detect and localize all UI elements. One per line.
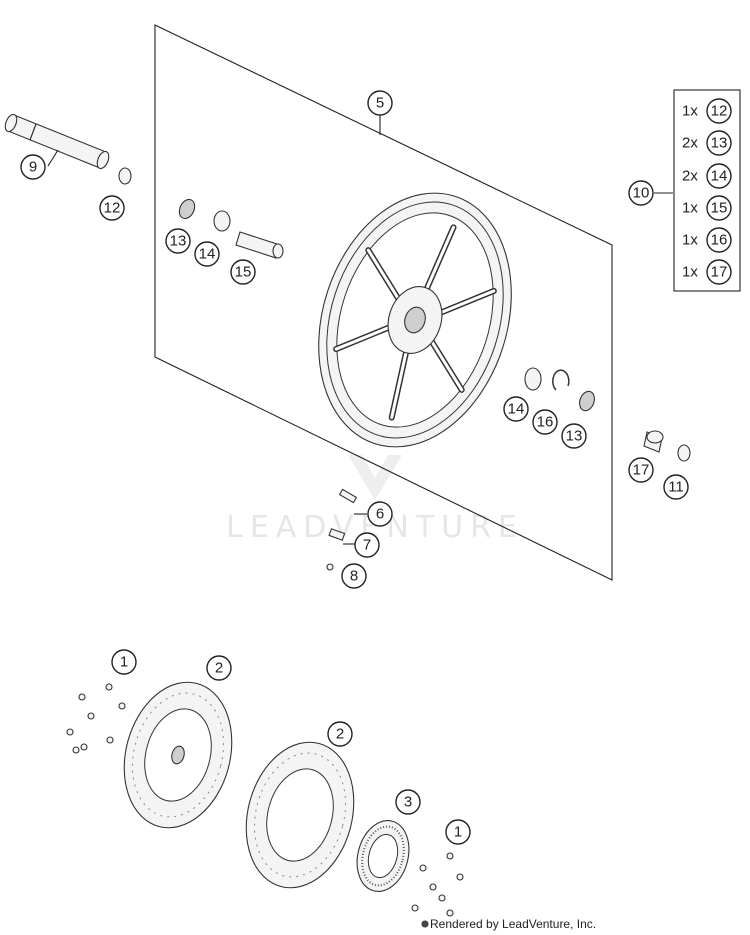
callout-13-right[interactable]: 13 — [561, 423, 587, 449]
callout-14-right[interactable]: 14 — [503, 396, 529, 422]
svg-text:2x: 2x — [682, 168, 698, 185]
callout-10[interactable]: 10 — [628, 180, 654, 206]
svg-text:2: 2 — [215, 660, 223, 677]
kit-row: 2x 13 — [682, 130, 732, 156]
svg-text:1: 1 — [454, 824, 462, 841]
svg-text:9: 9 — [29, 159, 37, 176]
svg-text:13: 13 — [566, 428, 583, 445]
svg-text:1x: 1x — [682, 264, 698, 281]
bearing-right[interactable] — [524, 367, 542, 391]
bearing-left[interactable] — [213, 210, 231, 232]
svg-text:7: 7 — [363, 537, 371, 554]
valve-cap-7[interactable] — [328, 528, 346, 541]
footer-bullet-icon — [422, 921, 428, 927]
svg-text:14: 14 — [711, 168, 728, 185]
bearing-kit-box: 1x 12 2x 13 2x 14 1x 15 1x 16 1x 17 — [673, 89, 741, 292]
spacer-15[interactable] — [235, 231, 284, 259]
svg-text:1x: 1x — [682, 200, 698, 217]
callout-2-right[interactable]: 2 — [327, 721, 353, 747]
callout-17[interactable]: 17 — [628, 457, 654, 483]
callout-7[interactable]: 7 — [354, 532, 380, 558]
svg-text:17: 17 — [633, 462, 650, 479]
svg-text:14: 14 — [199, 246, 216, 263]
leader-9 — [47, 149, 59, 167]
spacer-12[interactable] — [118, 167, 132, 185]
callout-2-left[interactable]: 2 — [206, 655, 232, 681]
svg-text:13: 13 — [711, 135, 728, 152]
footer-credit: Rendered by LeadVenture, Inc. — [430, 917, 597, 931]
callout-3[interactable]: 3 — [395, 789, 421, 815]
callout-14-left[interactable]: 14 — [194, 241, 220, 267]
leaders — [343, 112, 673, 545]
kit-row: 1x 16 — [682, 227, 732, 253]
shaft-seal-right[interactable] — [577, 389, 597, 413]
disc-bolts-left[interactable] — [66, 683, 126, 754]
callout-15[interactable]: 15 — [230, 259, 256, 285]
kit-row: 1x 17 — [682, 259, 732, 285]
callout-5[interactable]: 5 — [367, 90, 393, 116]
callout-16[interactable]: 16 — [532, 409, 558, 435]
axle[interactable] — [3, 113, 111, 170]
screw-8[interactable] — [326, 563, 334, 571]
svg-text:15: 15 — [711, 200, 728, 217]
svg-text:8: 8 — [350, 568, 358, 585]
callout-11[interactable]: 11 — [663, 474, 689, 500]
svg-text:11: 11 — [668, 479, 684, 496]
svg-text:16: 16 — [711, 232, 728, 249]
svg-text:6: 6 — [376, 506, 384, 523]
svg-text:2: 2 — [336, 726, 344, 743]
svg-text:5: 5 — [376, 95, 384, 112]
spacer-17[interactable] — [643, 430, 664, 453]
callout-1-left[interactable]: 1 — [111, 649, 137, 675]
svg-text:1x: 1x — [682, 103, 698, 120]
svg-text:12: 12 — [104, 200, 121, 217]
watermark: LEADVENTURE — [226, 455, 517, 545]
shaft-seal-left[interactable] — [176, 197, 197, 221]
svg-text:14: 14 — [508, 401, 525, 418]
callout-1-right[interactable]: 1 — [445, 819, 471, 845]
svg-text:17: 17 — [711, 264, 728, 281]
callout-12[interactable]: 12 — [99, 195, 125, 221]
svg-text:12: 12 — [711, 103, 728, 120]
callout-6[interactable]: 6 — [367, 501, 393, 527]
svg-text:3: 3 — [404, 794, 412, 811]
brake-disc-right[interactable] — [231, 730, 370, 900]
abs-sensor-ring[interactable] — [350, 815, 417, 897]
svg-text:10: 10 — [633, 185, 650, 202]
kit-row: 1x 15 — [682, 195, 732, 221]
callout-13-left[interactable]: 13 — [165, 228, 191, 254]
valve-6[interactable] — [338, 488, 358, 504]
wheel-assembly-plane — [154, 24, 613, 581]
svg-text:15: 15 — [235, 264, 252, 281]
svg-text:2x: 2x — [682, 135, 698, 152]
svg-text:13: 13 — [170, 233, 187, 250]
kit-row: 2x 14 — [682, 163, 732, 189]
callout-8[interactable]: 8 — [341, 563, 367, 589]
svg-text:16: 16 — [537, 414, 554, 431]
brake-disc-left[interactable] — [109, 670, 248, 840]
disc-bolts-right[interactable] — [411, 852, 464, 928]
svg-text:1: 1 — [120, 654, 128, 671]
kit-row: 1x 12 — [682, 98, 732, 124]
front-wheel[interactable] — [287, 168, 542, 472]
svg-text:1x: 1x — [682, 232, 698, 249]
axle-nut[interactable] — [677, 444, 691, 462]
callout-9[interactable]: 9 — [20, 154, 46, 180]
circlip[interactable] — [552, 369, 570, 391]
